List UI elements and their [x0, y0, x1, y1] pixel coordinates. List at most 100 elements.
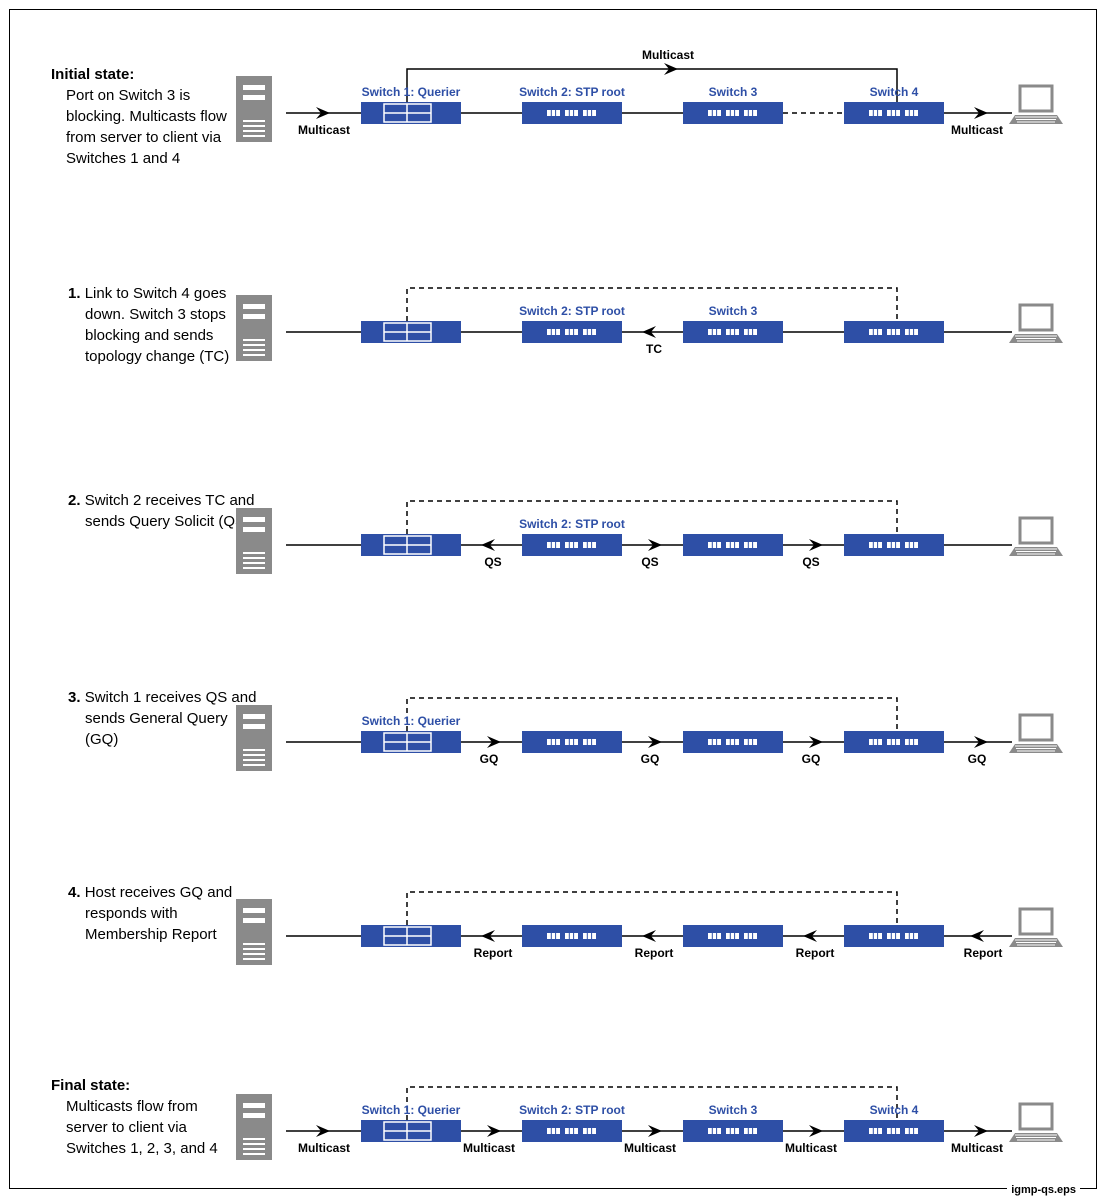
arrow-head [316, 1125, 330, 1137]
server-vent [243, 1138, 265, 1140]
switch-port [583, 933, 596, 939]
switch-port [905, 329, 918, 335]
server-vent [243, 948, 265, 950]
switch-port [547, 739, 560, 745]
switch-4 [844, 731, 944, 753]
switch-port [565, 110, 578, 116]
arrow-head [316, 107, 330, 119]
server-vent [243, 953, 265, 955]
switch-port [744, 110, 757, 116]
switch-label: Switch 1: Querier [362, 714, 461, 728]
laptop-icon [1009, 303, 1063, 343]
switch-port [887, 1128, 900, 1134]
server-icon [236, 705, 272, 771]
switch-4 [844, 925, 944, 947]
switch-port [583, 739, 596, 745]
switch-port [547, 329, 560, 335]
server-slot [243, 95, 265, 100]
switch-port [726, 1128, 739, 1134]
switch-1 [361, 534, 461, 556]
switch-3 [683, 925, 783, 947]
laptop-screen [1018, 907, 1054, 936]
redundant-link [406, 1086, 898, 1120]
message-label: Report [796, 946, 835, 960]
server-vent [243, 130, 265, 132]
switch-port [887, 110, 900, 116]
switch-port [744, 1128, 757, 1134]
arrow-head [487, 1125, 501, 1137]
server-vent [243, 1143, 265, 1145]
server-slot [243, 527, 265, 532]
panel-text: Switch 1 receives QS and sends General Q… [84, 689, 257, 748]
server-slot [243, 1103, 265, 1108]
message-label: Multicast [298, 1141, 350, 1155]
laptop-icon [1009, 907, 1063, 947]
server-vent [243, 749, 265, 751]
step-number: 2. [68, 492, 81, 509]
server-slot [243, 908, 265, 913]
server-vent [243, 943, 265, 945]
switch-port [565, 1128, 578, 1134]
message-label: Report [964, 946, 1003, 960]
step-number: 3. [68, 689, 81, 706]
server-vent [243, 120, 265, 122]
server-slot [243, 517, 265, 522]
switch-2: Switch 2: STP root [519, 1103, 625, 1142]
server-vent [243, 557, 265, 559]
switch-label: Switch 2: STP root [519, 1103, 625, 1117]
switch-2: Switch 2: STP root [519, 304, 625, 343]
switch-3 [683, 731, 783, 753]
server-vent [243, 759, 265, 761]
switch-port [905, 739, 918, 745]
panel-text: Switch 2 receives TC and sends Query Sol… [84, 492, 255, 530]
server-slot [243, 314, 265, 319]
switch-port [905, 933, 918, 939]
laptop-icon [1009, 713, 1063, 753]
switch-port [869, 110, 882, 116]
arrow-head [648, 539, 662, 551]
arrow-head [487, 736, 501, 748]
server-slot [243, 724, 265, 729]
switch-port [744, 933, 757, 939]
arrow-head [809, 1125, 823, 1137]
switch-3: Switch 3 [683, 85, 783, 124]
switch-port [726, 329, 739, 335]
switch-port [887, 739, 900, 745]
server-slot [243, 85, 265, 90]
redundant-link [406, 500, 898, 534]
server-icon [236, 899, 272, 965]
message-label: Report [474, 946, 513, 960]
switch-port [583, 329, 596, 335]
server-icon [236, 508, 272, 574]
arrow-head [664, 63, 678, 75]
switch-port [565, 933, 578, 939]
switch-label: Switch 1: Querier [362, 1103, 461, 1117]
switch-2 [522, 925, 622, 947]
message-label: GQ [802, 752, 821, 766]
switch-3: Switch 3 [683, 1103, 783, 1142]
arrow-head [481, 539, 495, 551]
switch-port [744, 329, 757, 335]
switch-port [905, 542, 918, 548]
top-link-label: Multicast [642, 48, 694, 62]
server-vent [243, 135, 265, 137]
message-label: Multicast [298, 123, 350, 137]
switch-port [708, 933, 721, 939]
message-label: Multicast [785, 1141, 837, 1155]
message-label: Multicast [463, 1141, 515, 1155]
switch-port [708, 1128, 721, 1134]
switch-4 [844, 534, 944, 556]
message-label: Multicast [951, 1141, 1003, 1155]
switch-2 [522, 731, 622, 753]
message-label: Multicast [951, 123, 1003, 137]
message-label: QS [484, 555, 501, 569]
panel-description-step-2: 2. Switch 2 receives TC and sends Query … [68, 490, 260, 532]
switch-3: Switch 3 [683, 304, 783, 343]
arrow-head [809, 539, 823, 551]
step-number: 1. [68, 285, 81, 302]
panel-5: Switch 1: Querier Switch 2: STP root Switc… [236, 1086, 1063, 1160]
laptop-screen [1018, 1102, 1054, 1131]
